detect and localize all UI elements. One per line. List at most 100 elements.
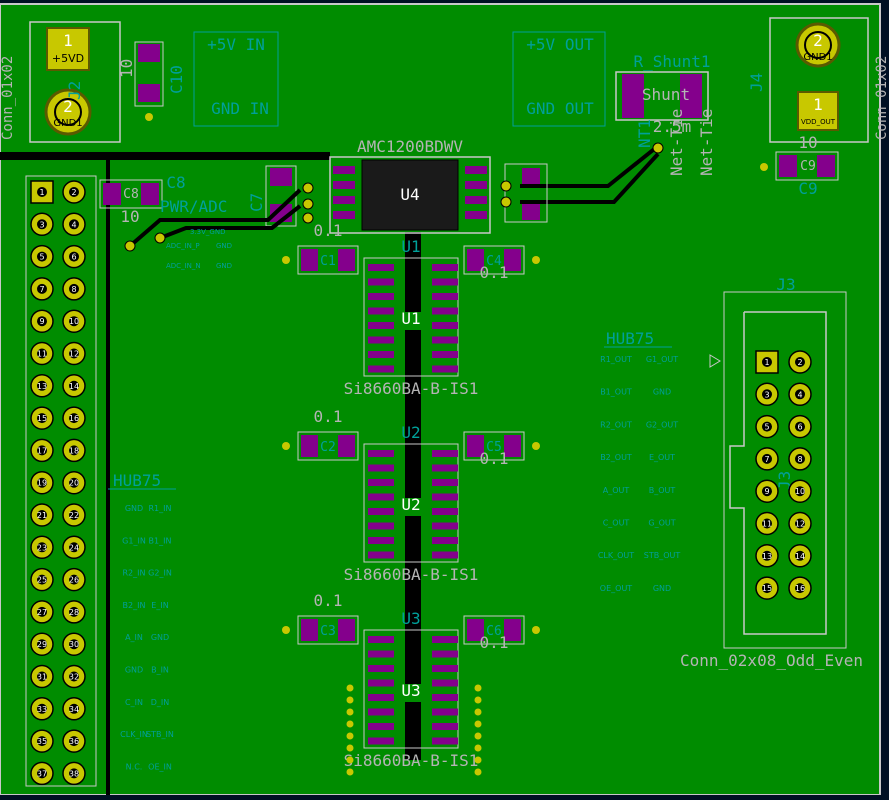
j3-pin-3[interactable]: 3: [755, 382, 779, 407]
j1-pin-32[interactable]: 32: [62, 664, 86, 689]
j1-pin-35[interactable]: 35: [30, 729, 54, 753]
j3-pin-7[interactable]: 7: [755, 447, 779, 471]
c2-ref: C2: [320, 440, 336, 455]
j3-ref-top: J3: [776, 275, 795, 294]
j1-pin-20[interactable]: 20: [62, 470, 86, 495]
j1-pin-19[interactable]: 19: [30, 470, 54, 495]
u2-pad-left: [368, 479, 394, 486]
j1-pin-6[interactable]: 6: [62, 244, 86, 269]
c4-capacitor[interactable]: C40.1: [463, 245, 540, 282]
j1-pin-number: 30: [69, 640, 79, 649]
j1-pin-5[interactable]: 5: [30, 244, 54, 269]
j1-pin-17[interactable]: 17: [30, 438, 54, 463]
j1-pin-12[interactable]: 12: [62, 341, 86, 366]
j1-pin-26[interactable]: 26: [62, 567, 86, 592]
j1-pin-27[interactable]: 27: [30, 600, 54, 624]
j1-pin-number: 13: [37, 382, 47, 391]
j3-pin-16[interactable]: 16: [788, 576, 812, 600]
j1-pin-13[interactable]: 13: [30, 374, 54, 398]
j1-pin-34[interactable]: 34: [62, 697, 86, 721]
c10-pad2: [138, 84, 160, 102]
j1-pin-23[interactable]: 23: [30, 535, 54, 560]
j3-pin-10[interactable]: 10: [788, 479, 812, 503]
j1-pin-36[interactable]: 36: [62, 729, 86, 753]
c5-capacitor[interactable]: C50.1: [463, 431, 540, 468]
c9-ref-silk: C9: [800, 159, 816, 174]
c3-capacitor[interactable]: C30.1: [282, 591, 359, 645]
u3-via-left: [346, 732, 354, 740]
j1-pin-33[interactable]: 33: [30, 697, 54, 721]
j1-pin-18[interactable]: 18: [62, 438, 86, 463]
c6-capacitor[interactable]: C60.1: [463, 615, 540, 652]
j3-pin-12[interactable]: 12: [788, 511, 812, 536]
j2-connector[interactable]: 1 +5VD 2 GND1 Conn_01x02 J2: [0, 21, 121, 143]
c10-capacitor[interactable]: C10 10: [117, 41, 186, 121]
j3-pin-4[interactable]: 4: [788, 382, 812, 407]
j3-pin-11[interactable]: 11: [755, 511, 779, 536]
j3-pin-number: 2: [797, 358, 802, 367]
c7-capacitor[interactable]: C7: [247, 165, 314, 227]
j1-pin-14[interactable]: 14: [62, 374, 86, 398]
j4-connector[interactable]: 2 GND1 1 VDD_OUT Conn_01x02 J4: [747, 17, 889, 143]
j1-pin-16[interactable]: 16: [62, 406, 86, 430]
hub75-in-label: GND: [125, 666, 143, 675]
u1-pad-left: [368, 293, 394, 300]
j1-pin-15[interactable]: 15: [30, 406, 54, 430]
j1-pin-37[interactable]: 37: [30, 761, 54, 786]
j1-pin-22[interactable]: 22: [62, 503, 86, 527]
c9-pad2: [817, 155, 835, 177]
hub75-out-label: GND: [653, 584, 671, 593]
j1-pin-2[interactable]: 2: [62, 180, 86, 204]
c9-capacitor[interactable]: 10 C9 C9: [760, 133, 839, 198]
j1-pin-24[interactable]: 24: [62, 535, 86, 560]
j1-pin-hole: [69, 283, 79, 294]
j1-pin-9[interactable]: 9: [30, 309, 54, 333]
c2-via: [282, 442, 290, 450]
j1-pin-31[interactable]: 31: [30, 664, 54, 689]
j3-pin-14[interactable]: 14: [788, 544, 812, 568]
j1-pin-25[interactable]: 25: [30, 567, 54, 592]
j3-pin-1[interactable]: 1: [755, 350, 779, 374]
j3-pin-15[interactable]: 15: [755, 576, 779, 600]
u3-outline: [363, 629, 459, 749]
c9-via: [760, 163, 768, 171]
u2-pad-right: [432, 450, 458, 457]
u4-amc1200[interactable]: AMC1200BDWV U4: [329, 137, 491, 234]
u3-pad-left: [368, 737, 394, 745]
j3-pin-8[interactable]: 8: [788, 447, 812, 471]
j1-pin-29[interactable]: 29: [30, 632, 54, 656]
hub75-out-label: B1_OUT: [600, 388, 632, 397]
j3-pin-5[interactable]: 5: [755, 414, 779, 439]
j1-pin-1[interactable]: 1: [30, 180, 54, 204]
j1-pin-21[interactable]: 21: [30, 503, 54, 527]
j3-pin-13[interactable]: 13: [755, 544, 779, 568]
j1-pin-7[interactable]: 7: [30, 277, 54, 301]
j1-pin-8[interactable]: 8: [62, 277, 86, 301]
j3-pin-6[interactable]: 6: [788, 414, 812, 439]
j1-pin-10[interactable]: 10: [62, 309, 86, 333]
c8-capacitor[interactable]: C8 C8 10: [99, 173, 186, 226]
j1-pin-28[interactable]: 28: [62, 600, 86, 624]
j1-pin-4[interactable]: 4: [62, 212, 86, 237]
j1-pin-number: 26: [69, 576, 79, 585]
j1-pin-number: 34: [69, 705, 79, 714]
j1-pin-3[interactable]: 3: [30, 212, 54, 237]
j1-pin-11[interactable]: 11: [30, 341, 54, 366]
j1-pin-hole: [69, 187, 79, 197]
j1-pin-38[interactable]: 38: [62, 761, 86, 786]
shunt-resistor[interactable]: R_Shunt1 Shunt 2.5m NT1 Net-Tie Net-Tie: [615, 52, 716, 176]
j3-pin-2[interactable]: 2: [788, 350, 812, 374]
j3-pin-9[interactable]: 9: [755, 479, 779, 503]
c1-capacitor[interactable]: C10.1: [282, 221, 359, 275]
c6-via: [532, 626, 540, 634]
j1-pin-30[interactable]: 30: [62, 632, 86, 656]
j3-pin-hole: [795, 518, 805, 529]
c2-capacitor[interactable]: C20.1: [282, 407, 359, 461]
